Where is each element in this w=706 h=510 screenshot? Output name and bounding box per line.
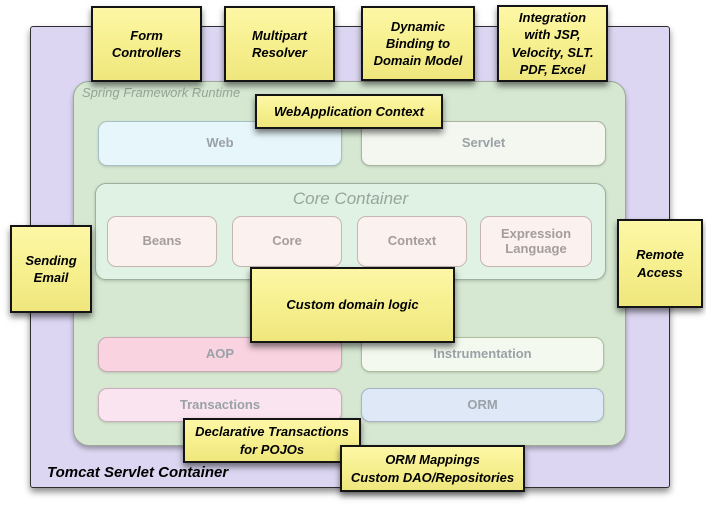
spring-runtime-label: Spring Framework Runtime xyxy=(82,85,241,100)
module-beans: Beans xyxy=(107,216,217,267)
module-orm: ORM xyxy=(361,388,604,422)
note-form-controllers: Form Controllers xyxy=(91,6,202,82)
core-container-box: Core Container Beans Core Context Expres… xyxy=(95,183,606,280)
note-integration-views: Integration with JSP, Velocity, SLT. PDF… xyxy=(497,5,608,82)
note-sending-email: Sending Email xyxy=(10,225,92,313)
note-webapplication-context: WebApplication Context xyxy=(255,94,443,129)
module-context: Context xyxy=(357,216,467,267)
module-core: Core xyxy=(232,216,342,267)
core-container-title: Core Container xyxy=(292,189,409,208)
note-custom-domain-logic: Custom domain logic xyxy=(250,267,455,343)
note-orm-mappings: ORM Mappings Custom DAO/Repositories xyxy=(340,445,525,492)
note-dynamic-binding: Dynamic Binding to Domain Model xyxy=(361,6,475,81)
module-expression-language: Expression Language xyxy=(480,216,592,267)
module-web: Web xyxy=(98,121,342,166)
note-remote-access: Remote Access xyxy=(617,219,703,308)
module-transactions: Transactions xyxy=(98,388,342,422)
note-declarative-transactions: Declarative Transactions for POJOs xyxy=(183,418,361,463)
tomcat-container-label: Tomcat Servlet Container xyxy=(47,464,229,481)
note-multipart-resolver: Multipart Resolver xyxy=(224,6,335,82)
